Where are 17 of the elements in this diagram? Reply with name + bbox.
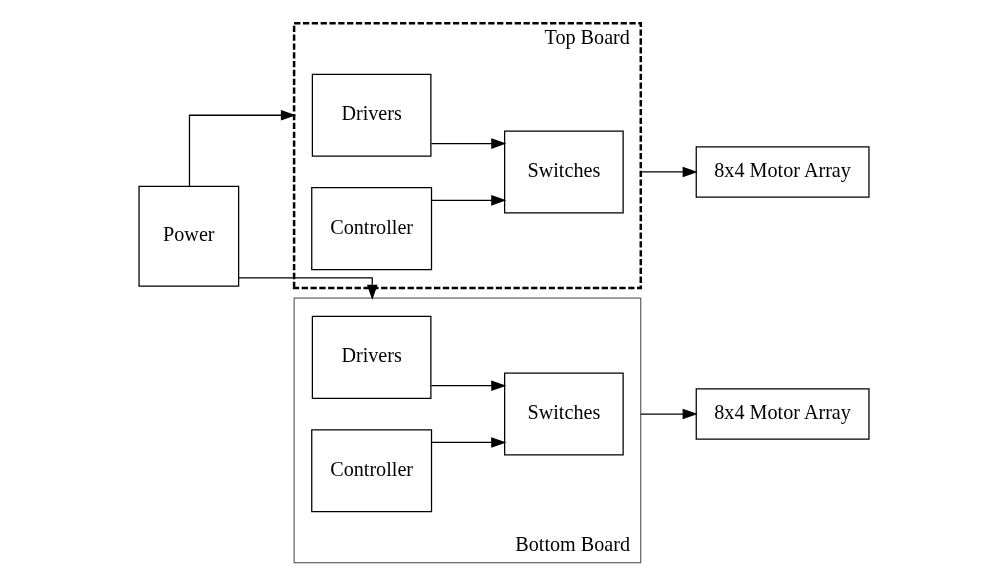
arrow [639, 408, 698, 420]
node-box: Power [137, 185, 239, 287]
node-box: Drivers [311, 315, 431, 399]
arrow [430, 195, 506, 206]
arrow [430, 437, 506, 448]
node-box: 8x4 Motor Array [695, 388, 870, 440]
node-box: Controller [310, 187, 432, 271]
node-box: Controller [310, 429, 432, 513]
arrow [188, 109, 296, 187]
node-box: Switches [503, 130, 624, 214]
arrow [430, 380, 506, 391]
node-box: Drivers [311, 73, 431, 157]
arrow [430, 138, 506, 149]
node-box: 8x4 Motor Array [695, 146, 870, 198]
node-box: Switches [503, 372, 624, 456]
arrow [639, 166, 698, 178]
arrow [237, 277, 378, 300]
